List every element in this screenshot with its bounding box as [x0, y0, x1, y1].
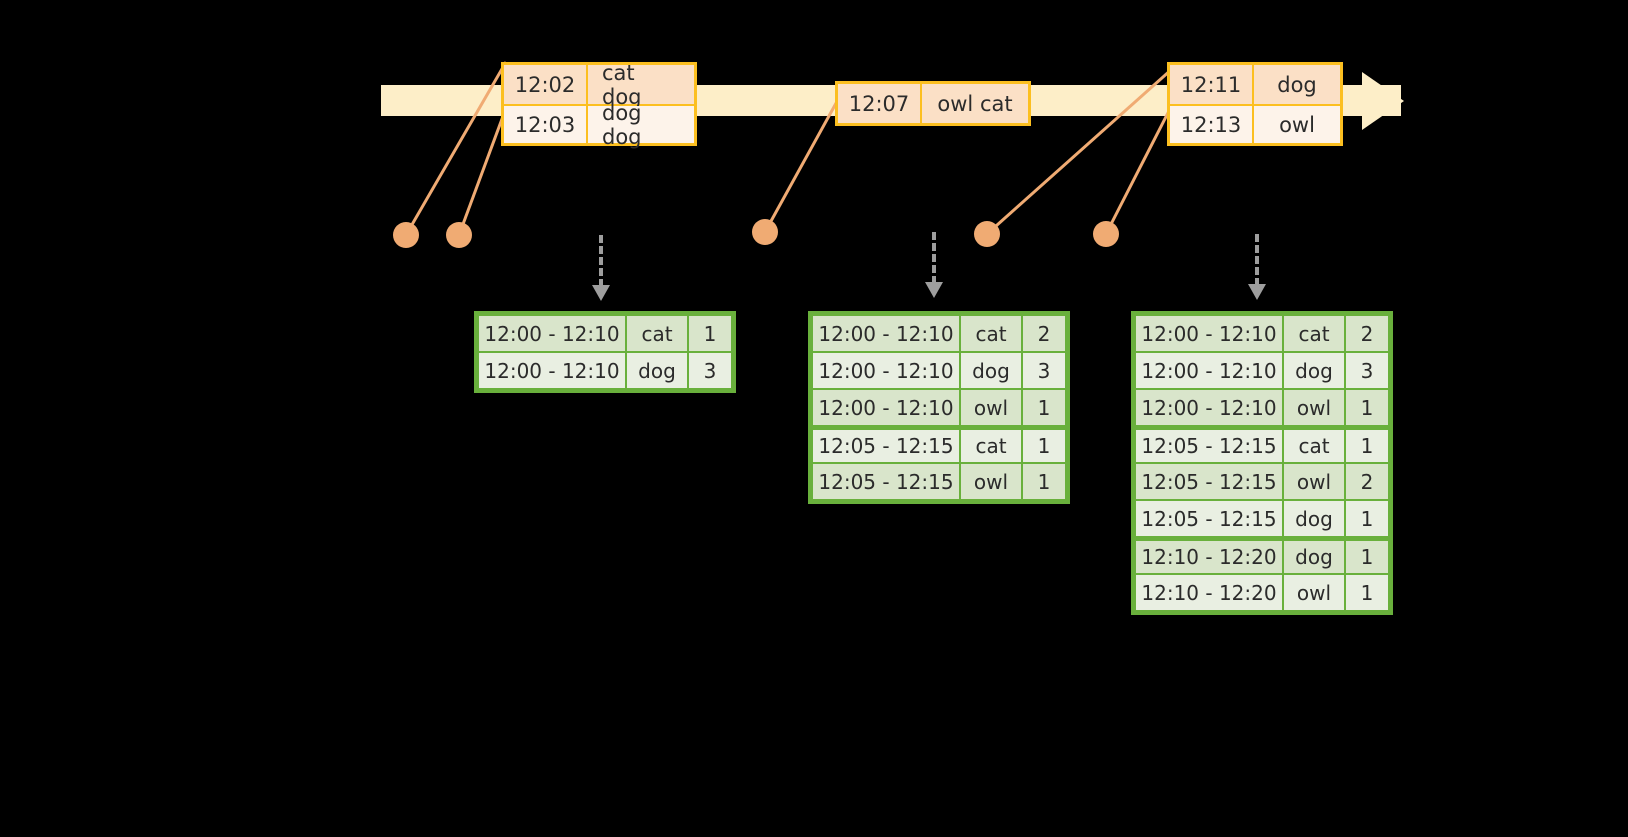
count-cell: 1 — [1023, 464, 1065, 499]
count-cell: 1 — [689, 316, 731, 351]
window-cell: 12:00 - 12:10 — [1136, 353, 1282, 388]
key-cell: owl — [1284, 575, 1344, 610]
event-time: 12:11 — [1170, 65, 1254, 104]
event-value: dog — [1254, 65, 1340, 104]
window-cell: 12:00 - 12:10 — [813, 316, 959, 351]
window-cell: 12:05 - 12:15 — [1136, 501, 1282, 536]
window-cell: 12:00 - 12:10 — [479, 316, 625, 351]
connector-dot — [752, 219, 778, 245]
count-cell: 2 — [1346, 464, 1388, 499]
connector-dot — [1093, 221, 1119, 247]
window-cell: 12:10 - 12:20 — [1136, 541, 1282, 573]
key-cell: dog — [1284, 541, 1344, 573]
count-cell: 2 — [1346, 316, 1388, 351]
count-cell: 1 — [1346, 541, 1388, 573]
connector-dot — [974, 221, 1000, 247]
window-cell: 12:05 - 12:15 — [1136, 430, 1282, 462]
event-time: 12:02 — [504, 65, 588, 104]
window-cell: 12:05 - 12:15 — [813, 464, 959, 499]
count-cell: 1 — [1346, 575, 1388, 610]
count-cell: 1 — [1346, 390, 1388, 425]
count-cell: 1 — [1023, 390, 1065, 425]
arrow-head-icon — [925, 282, 943, 298]
window-cell: 12:10 - 12:20 — [1136, 575, 1282, 610]
arrow-stem — [932, 232, 936, 284]
window-cell: 12:00 - 12:10 — [1136, 316, 1282, 351]
key-cell: cat — [627, 316, 687, 351]
event-value: cat dog — [588, 61, 694, 109]
arrow-stem — [599, 235, 603, 287]
count-cell: 1 — [1023, 430, 1065, 462]
event-value: owl — [1254, 106, 1340, 143]
arrow-head-icon — [1248, 284, 1266, 300]
key-cell: owl — [961, 464, 1021, 499]
count-cell: 1 — [1346, 430, 1388, 462]
key-cell: cat — [1284, 316, 1344, 351]
connector-line — [763, 95, 842, 233]
key-cell: dog — [627, 353, 687, 388]
key-cell: cat — [961, 316, 1021, 351]
window-cell: 12:00 - 12:10 — [813, 390, 959, 425]
key-cell: cat — [961, 430, 1021, 462]
event-value: dog dog — [588, 101, 694, 149]
connector-dot — [446, 222, 472, 248]
key-cell: owl — [961, 390, 1021, 425]
count-cell: 2 — [1023, 316, 1065, 351]
event-time: 12:07 — [838, 84, 922, 123]
window-cell: 12:05 - 12:15 — [813, 430, 959, 462]
timeline-arrowhead-icon — [1362, 72, 1404, 130]
key-cell: owl — [1284, 390, 1344, 425]
count-cell: 1 — [1346, 501, 1388, 536]
window-cell: 12:05 - 12:15 — [1136, 464, 1282, 499]
key-cell: dog — [1284, 501, 1344, 536]
window-cell: 12:00 - 12:10 — [813, 353, 959, 388]
arrow-stem — [1255, 234, 1259, 286]
window-cell: 12:00 - 12:10 — [1136, 390, 1282, 425]
count-cell: 3 — [1023, 353, 1065, 388]
key-cell: dog — [961, 353, 1021, 388]
event-time: 12:13 — [1170, 106, 1254, 143]
event-value: owl cat — [922, 84, 1028, 123]
window-cell: 12:00 - 12:10 — [479, 353, 625, 388]
arrow-head-icon — [592, 285, 610, 301]
count-cell: 3 — [689, 353, 731, 388]
key-cell: dog — [1284, 353, 1344, 388]
connector-dot — [393, 222, 419, 248]
count-cell: 3 — [1346, 353, 1388, 388]
connector-line — [1104, 104, 1174, 235]
event-time: 12:03 — [504, 106, 588, 143]
key-cell: owl — [1284, 464, 1344, 499]
key-cell: cat — [1284, 430, 1344, 462]
